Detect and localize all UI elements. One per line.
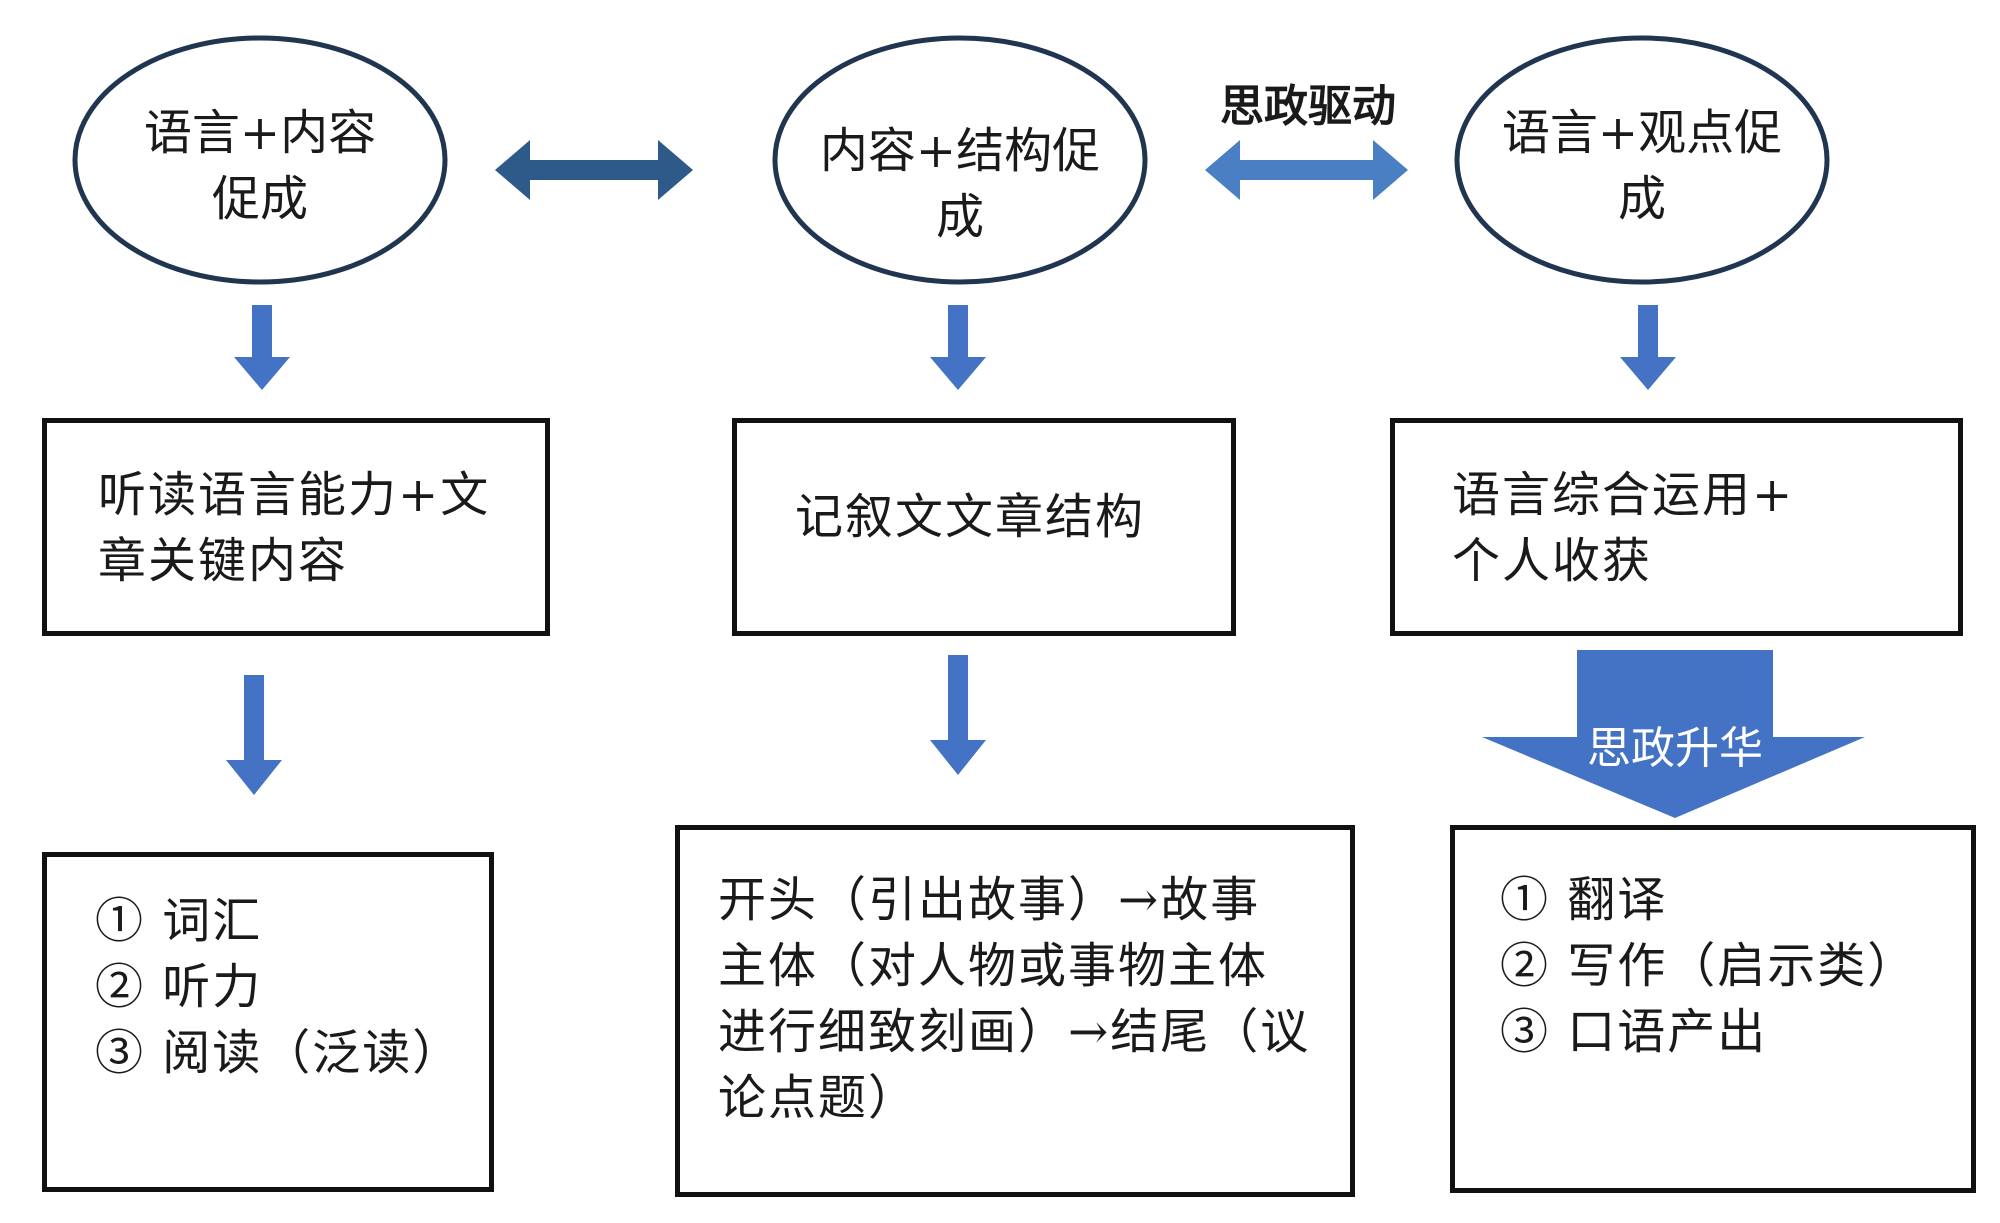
upgrade-arrow: [1482, 650, 1865, 818]
list-item: ② 写作（启示类）: [1500, 938, 1918, 994]
list-item: ③ 阅读（泛读）: [95, 1025, 463, 1081]
down-arrow-1: [234, 305, 290, 390]
double-arrow-right: [1205, 140, 1408, 200]
bottom-box-1-list: ① 词汇 ② 听力 ③ 阅读（泛读）: [95, 888, 462, 1086]
down-arrow-5: [930, 655, 986, 775]
double-arrow-left: [495, 140, 693, 200]
node-content-structure: [772, 35, 1148, 285]
bottom-box-2: [675, 825, 1355, 1197]
mid-box-3: [1390, 418, 1963, 636]
mid-box-2-text: 记叙文文章结构: [795, 489, 1146, 545]
bottom-box-1: [42, 852, 494, 1192]
connector-label: 思政驱动: [1220, 81, 1396, 132]
node-2-label: 内容+结构促 成: [819, 123, 1101, 245]
down-arrow-3: [1620, 305, 1676, 390]
bottom-box-2-text: 开头（引出故事）→故事 主体（对人物或事物主体 进行细致刻画）→结尾（议 论点题…: [718, 872, 1311, 1126]
node-language-viewpoint: [1454, 35, 1830, 285]
list-item: ② 听力: [95, 959, 263, 1015]
node-1-label: 语言+内容 促成: [143, 105, 377, 227]
node-3-label: 语言+观点促 成: [1501, 105, 1783, 227]
bottom-box-3-list: ① 翻译 ② 写作（启示类） ③ 口语产出: [1500, 867, 1917, 1065]
bottom-box-3: [1450, 825, 1976, 1193]
down-arrow-2: [930, 305, 986, 390]
list-item: ③ 口语产出: [1500, 1004, 1768, 1060]
list-item: ① 词汇: [95, 893, 263, 949]
node-language-content: [72, 35, 448, 285]
down-arrow-4: [226, 675, 282, 795]
upgrade-label: 思政升华: [1587, 723, 1763, 774]
list-item: ① 翻译: [1500, 872, 1668, 928]
mid-box-1: [42, 418, 550, 636]
mid-box-2: [732, 418, 1236, 636]
mid-box-3-text: 语言综合运用+ 个人收获: [1452, 467, 1795, 589]
mid-box-1-text: 听读语言能力+文 章关键内容: [98, 467, 491, 589]
